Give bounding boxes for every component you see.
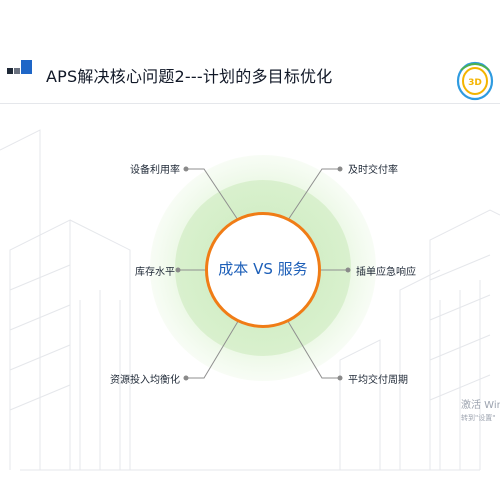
node-inventory-level: 库存水平 <box>135 267 175 278</box>
node-resource-balancing: 资源投入均衡化 <box>110 375 180 386</box>
node-equipment-utilization: 设备利用率 <box>130 165 180 176</box>
node-average-delivery-cycle: 平均交付周期 <box>348 375 408 386</box>
node-on-time-delivery: 及时交付率 <box>348 165 398 176</box>
connector-dot <box>337 166 343 172</box>
center-circle <box>205 212 321 328</box>
connector-line <box>285 168 340 224</box>
title-decor-icon <box>7 68 13 74</box>
watermark-activate: 激活 Win <box>461 400 500 411</box>
center-label-cost: 成本 <box>218 260 249 278</box>
connector-dot <box>183 166 189 172</box>
center-label-service: 服务 <box>277 260 308 278</box>
title-decor-icon <box>21 60 32 74</box>
title-divider <box>0 103 500 104</box>
company-logo-icon: 3D <box>456 61 494 101</box>
connector-dot <box>183 375 189 381</box>
slide-title: APS解决核心问题2---计划的多目标优化 <box>46 67 333 86</box>
connector-line <box>186 317 241 379</box>
watermark-settings: 转到"设置" <box>461 414 496 422</box>
connector-dot <box>345 267 351 273</box>
node-rush-order-response: 插单应急响应 <box>356 267 416 278</box>
connector-lines <box>178 168 348 379</box>
title-row: APS解决核心问题2---计划的多目标优化 <box>0 56 500 96</box>
title-decor-icon <box>14 68 20 74</box>
center-label-vs: VS <box>253 260 273 278</box>
connector-line <box>285 317 340 379</box>
building-sketch <box>0 129 500 471</box>
connector-line <box>186 168 241 224</box>
connector-dots <box>175 166 351 381</box>
connector-dot <box>175 267 181 273</box>
logo-text: 3D <box>468 78 482 88</box>
connector-dot <box>337 375 343 381</box>
center-label: 成本 VS 服务 <box>205 258 321 279</box>
